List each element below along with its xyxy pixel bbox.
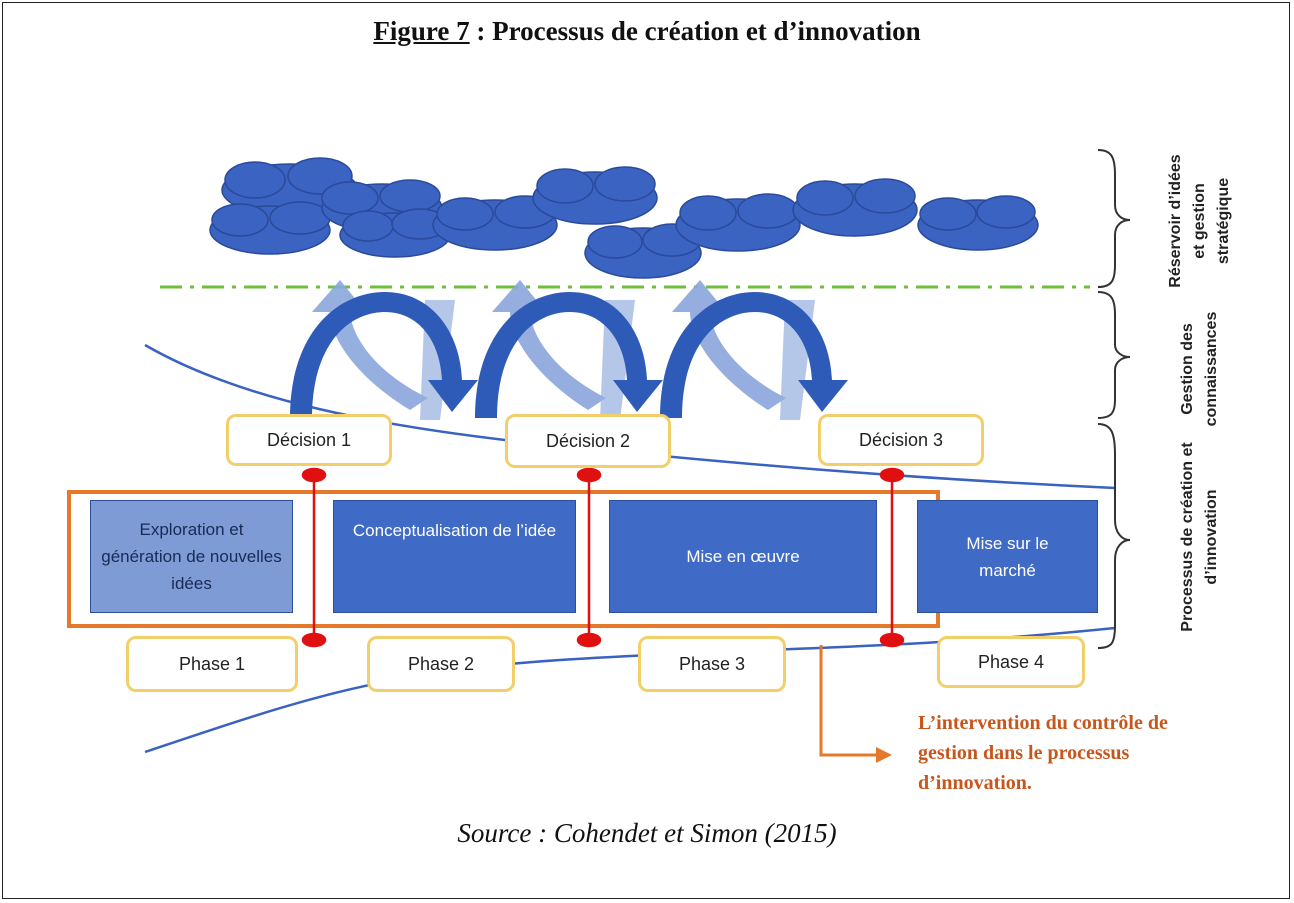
side-label-process-text: Processus de création et d’innovation [1179,442,1220,632]
figure-title-text: : Processus de création et d’innovation [469,16,921,46]
knowledge-arrows [290,280,848,420]
decision-1-label: Décision 1 [266,429,352,450]
cloud [209,201,331,255]
phase-3-box: Phase 3 [638,636,786,692]
decision-1-box: Décision 1 [226,414,392,466]
cloud [675,193,801,252]
decision-3-box: Décision 3 [818,414,984,466]
decision-2-label: Décision 2 [545,430,631,451]
figure-number: Figure 7 [373,16,470,46]
decision-2-box: Décision 2 [505,414,671,468]
cloud [432,195,558,251]
phase-3-label: Phase 3 [678,653,746,674]
cloud [792,178,918,237]
phase-1-activity-label: Exploration et génération de nouvelles i… [101,520,282,593]
decision-3-label: Décision 3 [858,429,944,450]
control-annotation: L’intervention du contrôle de gestion da… [918,712,1168,794]
cloud [532,166,658,225]
phase-2-box: Phase 2 [367,636,515,692]
phase-3-activity: Mise en œuvre [609,500,877,613]
phase-1-box: Phase 1 [126,636,298,692]
phase-2-activity-label: Conceptualisation de l’idée [352,521,557,540]
cloud [917,195,1039,251]
idea-clouds [209,157,1039,279]
side-label-knowledge-text: Gestion des connaissances [1179,311,1220,427]
annotation-arrow [819,645,892,763]
phase-2-activity: Conceptualisation de l’idée [333,500,576,613]
phase-1-activity: Exploration et génération de nouvelles i… [90,500,293,613]
phase-3-activity-label: Mise en œuvre [686,547,800,566]
decision-connectors [301,467,905,648]
side-braces [1097,149,1131,649]
phase-4-box: Phase 4 [937,636,1085,688]
phase-4-activity-label: Mise sur le marché [966,533,1049,580]
funnel-curve-bottom [144,626,1116,754]
figure-source: Source : Cohendet et Simon (2015) [457,818,837,848]
figure-title: Figure 7 : Processus de création et d’in… [0,16,1294,47]
cloud [339,208,451,258]
phase-4-label: Phase 4 [977,651,1045,672]
phase-4-activity: Mise sur le marché [917,500,1098,613]
phase-2-label: Phase 2 [407,653,475,674]
phase-1-label: Phase 1 [178,653,246,674]
side-label-process: Processus de création et d’innovation [1176,417,1224,657]
